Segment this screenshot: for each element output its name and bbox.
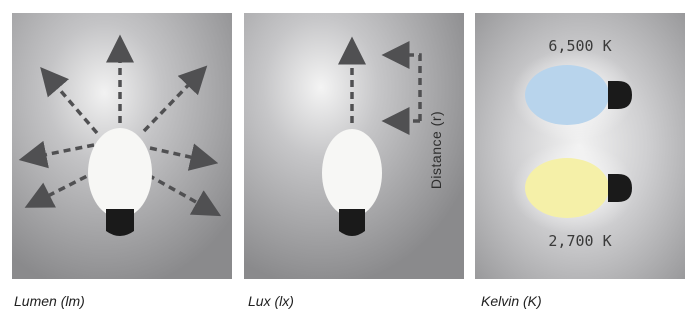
lux-caption: Lux (lx)	[248, 293, 294, 313]
lumen-illustration	[12, 13, 232, 279]
kelvin-panel: 6,500 K 2,700 K	[475, 13, 685, 279]
distance-label: Distance (r)	[421, 75, 451, 225]
warm-light-bulb-icon	[511, 142, 635, 234]
lumen-caption: Lumen (lm)	[14, 293, 85, 313]
distance-label-text: Distance (r)	[428, 111, 444, 189]
lumen-panel	[12, 13, 232, 279]
warm-temperature-label: 2,700 K	[475, 232, 685, 250]
lux-panel: Distance (r)	[244, 13, 464, 279]
cool-temperature-label: 6,500 K	[475, 37, 685, 55]
kelvin-caption: Kelvin (K)	[481, 293, 542, 313]
cool-light-bulb-icon	[511, 49, 635, 141]
